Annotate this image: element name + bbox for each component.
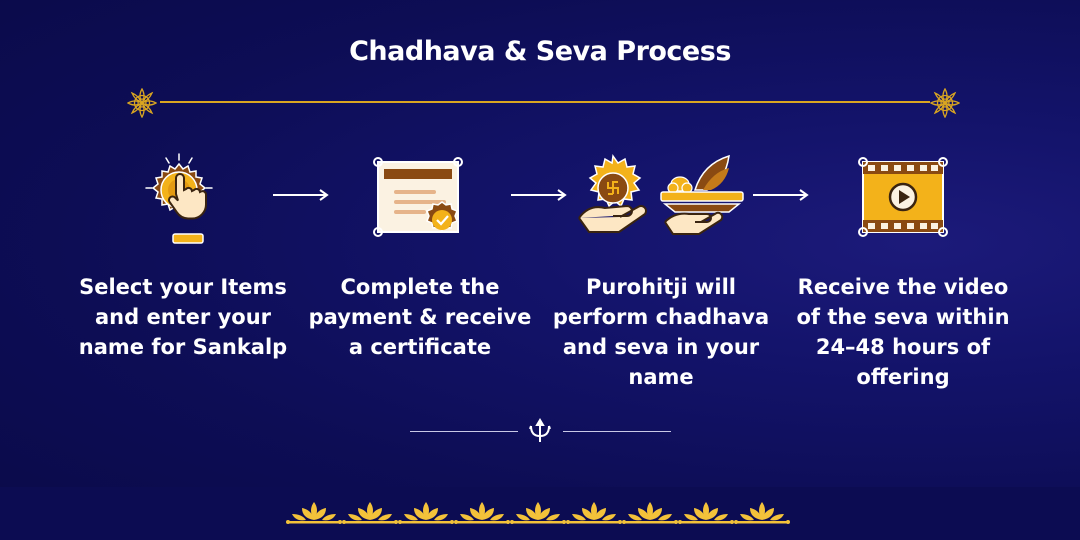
video-film-icon: [858, 157, 948, 237]
lotus-motif-icon: [566, 502, 622, 524]
tap-button-icon: [145, 153, 213, 244]
arrow-right-icon: [273, 189, 329, 201]
step-2-text: Complete the payment & receive a certifi…: [308, 275, 532, 359]
trident-icon: [529, 418, 551, 442]
top-divider: [160, 101, 930, 103]
certificate-icon: [373, 157, 463, 237]
offering-hands-icon: [578, 154, 744, 235]
bottom-divider-right: [563, 431, 671, 432]
lotus-motif-icon: [454, 502, 510, 524]
step-3-text: Purohitji will perform chadhava and seva…: [552, 275, 770, 389]
lotus-motif-icon: [734, 502, 790, 524]
arrow-right-icon: [511, 189, 567, 201]
lotus-motif-icon: [510, 502, 566, 524]
lotus-motif-icon: [342, 502, 398, 524]
lotus-motif-icon: [398, 502, 454, 524]
mandala-left-icon: [127, 88, 157, 118]
arrow-right-icon: [753, 189, 809, 201]
lotus-motif-icon: [678, 502, 734, 524]
mandala-right-icon: [930, 88, 960, 118]
step-4-text: Receive the video of the seva within 24–…: [796, 275, 1010, 389]
step-1-text: Select your Items and enter your name fo…: [78, 275, 288, 359]
page-title: Chadhava & Seva Process: [349, 36, 731, 67]
bottom-divider-left: [410, 431, 518, 432]
lotus-motif-icon: [622, 502, 678, 524]
lotus-motif-icon: [286, 502, 342, 524]
